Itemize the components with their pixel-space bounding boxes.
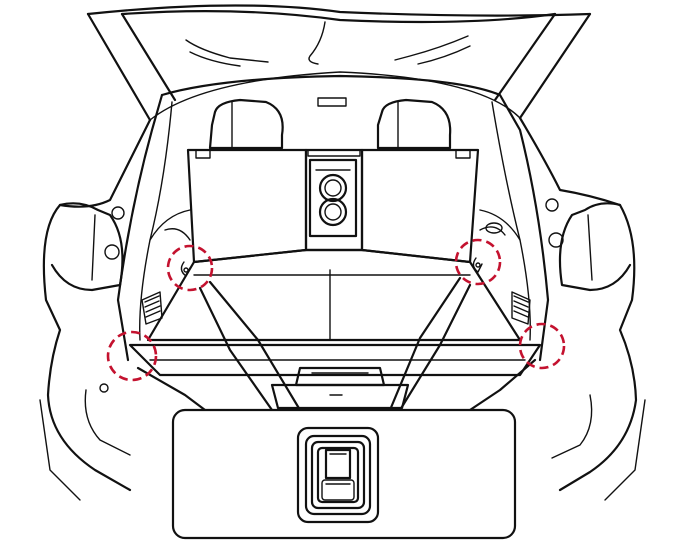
left-upper-cargo-hook-marker (166, 244, 214, 292)
cargo-floor (128, 248, 542, 410)
cargo-side-walls (141, 222, 531, 325)
cargo-opening (116, 74, 550, 362)
cargo-hooks (180, 257, 483, 277)
right-upper-cargo-hook-marker (454, 238, 502, 286)
center-armrest (308, 158, 358, 238)
detail-callout-box (171, 408, 517, 540)
vehicle-body (39, 116, 646, 501)
right-lower-cargo-hook-marker (518, 322, 566, 370)
callout-pointers (136, 276, 537, 412)
open-tailgate (86, 4, 592, 122)
left-lower-cargo-hook-marker (106, 330, 158, 382)
highlight-markers (106, 238, 566, 382)
